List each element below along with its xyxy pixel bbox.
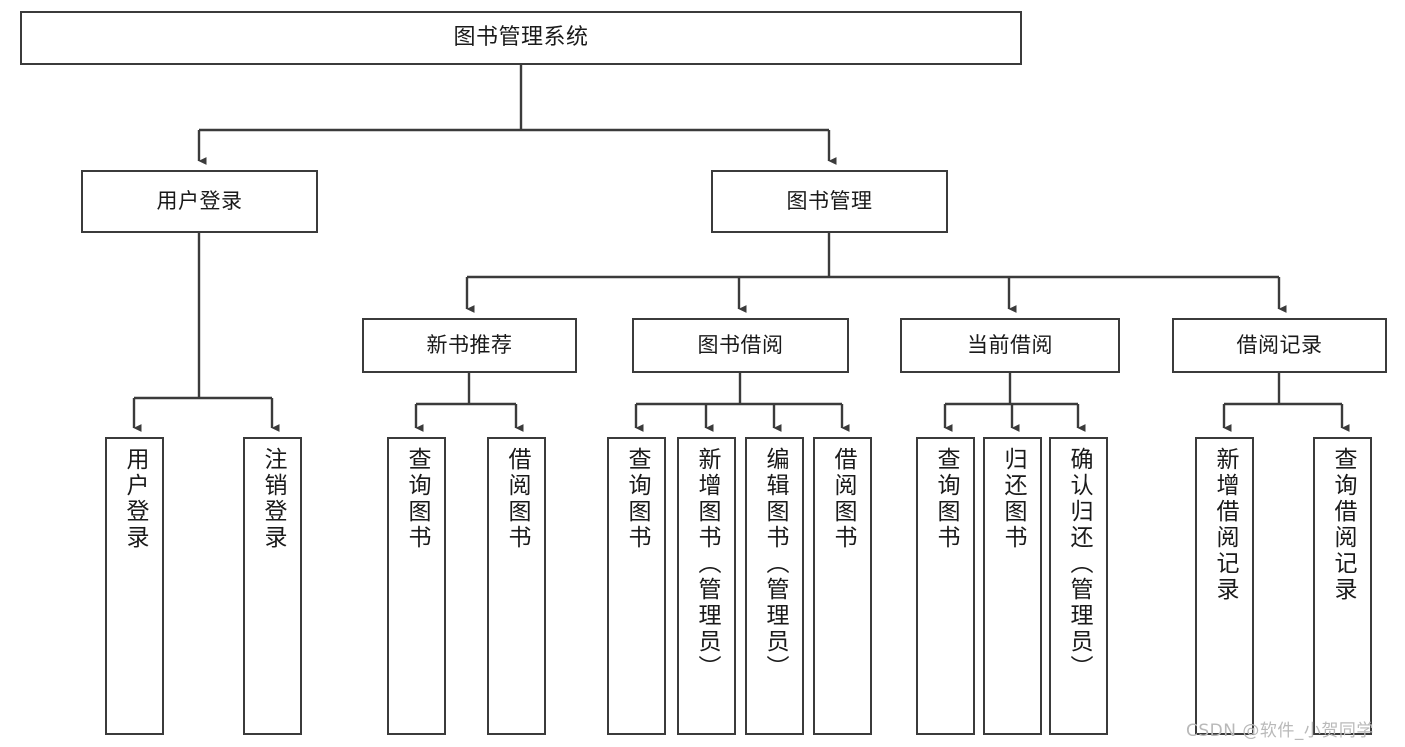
node-leaf-borrow-book-2-label: 借阅图书 xyxy=(830,447,856,551)
node-leaf-logout-label: 注销登录 xyxy=(260,447,286,551)
node-leaf-add-record[interactable]: 新增借阅记录 xyxy=(1195,437,1254,735)
node-leaf-edit-book[interactable]: 编辑图书（管理员） xyxy=(745,437,804,735)
node-leaf-add-book[interactable]: 新增图书（管理员） xyxy=(677,437,736,735)
node-leaf-query-record-label: 查询借阅记录 xyxy=(1330,447,1356,603)
node-current-borrow-label: 当前借阅 xyxy=(967,332,1053,357)
node-leaf-add-book-label: 新增图书（管理员） xyxy=(694,447,720,681)
node-borrow-record[interactable]: 借阅记录 xyxy=(1172,318,1387,373)
node-leaf-user-login[interactable]: 用户登录 xyxy=(105,437,164,735)
node-book-manage-label: 图书管理 xyxy=(786,188,873,213)
node-leaf-query-book-2-label: 查询图书 xyxy=(624,447,650,551)
node-leaf-query-record[interactable]: 查询借阅记录 xyxy=(1313,437,1372,735)
node-book-borrow-label: 图书借阅 xyxy=(697,332,784,357)
node-leaf-borrow-book-1-label: 借阅图书 xyxy=(504,447,530,551)
node-leaf-query-book-3[interactable]: 查询图书 xyxy=(916,437,975,735)
node-leaf-add-record-label: 新增借阅记录 xyxy=(1212,447,1238,603)
node-book-manage[interactable]: 图书管理 xyxy=(711,170,948,233)
node-root[interactable]: 图书管理系统 xyxy=(20,11,1022,65)
node-borrow-record-label: 借阅记录 xyxy=(1236,332,1323,357)
node-leaf-user-login-label: 用户登录 xyxy=(122,447,148,551)
node-new-book-rec-label: 新书推荐 xyxy=(426,332,513,357)
node-user-login-label: 用户登录 xyxy=(156,188,243,213)
node-leaf-query-book-2[interactable]: 查询图书 xyxy=(607,437,666,735)
node-leaf-query-book-1-label: 查询图书 xyxy=(404,447,430,551)
node-leaf-logout[interactable]: 注销登录 xyxy=(243,437,302,735)
node-current-borrow[interactable]: 当前借阅 xyxy=(900,318,1120,373)
node-new-book-rec[interactable]: 新书推荐 xyxy=(362,318,577,373)
node-user-login[interactable]: 用户登录 xyxy=(81,170,318,233)
node-leaf-borrow-book-1[interactable]: 借阅图书 xyxy=(487,437,546,735)
node-root-label: 图书管理系统 xyxy=(453,24,589,50)
node-leaf-borrow-book-2[interactable]: 借阅图书 xyxy=(813,437,872,735)
watermark: CSDN @软件_小贺同学 xyxy=(1186,721,1374,741)
node-leaf-edit-book-label: 编辑图书（管理员） xyxy=(762,447,788,681)
node-leaf-confirm-return[interactable]: 确认归还（管理员） xyxy=(1049,437,1108,735)
node-leaf-query-book-1[interactable]: 查询图书 xyxy=(387,437,446,735)
node-leaf-return-book[interactable]: 归还图书 xyxy=(983,437,1042,735)
node-book-borrow[interactable]: 图书借阅 xyxy=(632,318,849,373)
node-leaf-query-book-3-label: 查询图书 xyxy=(933,447,959,551)
node-leaf-confirm-return-label: 确认归还（管理员） xyxy=(1066,447,1092,681)
node-leaf-return-book-label: 归还图书 xyxy=(1000,447,1026,551)
